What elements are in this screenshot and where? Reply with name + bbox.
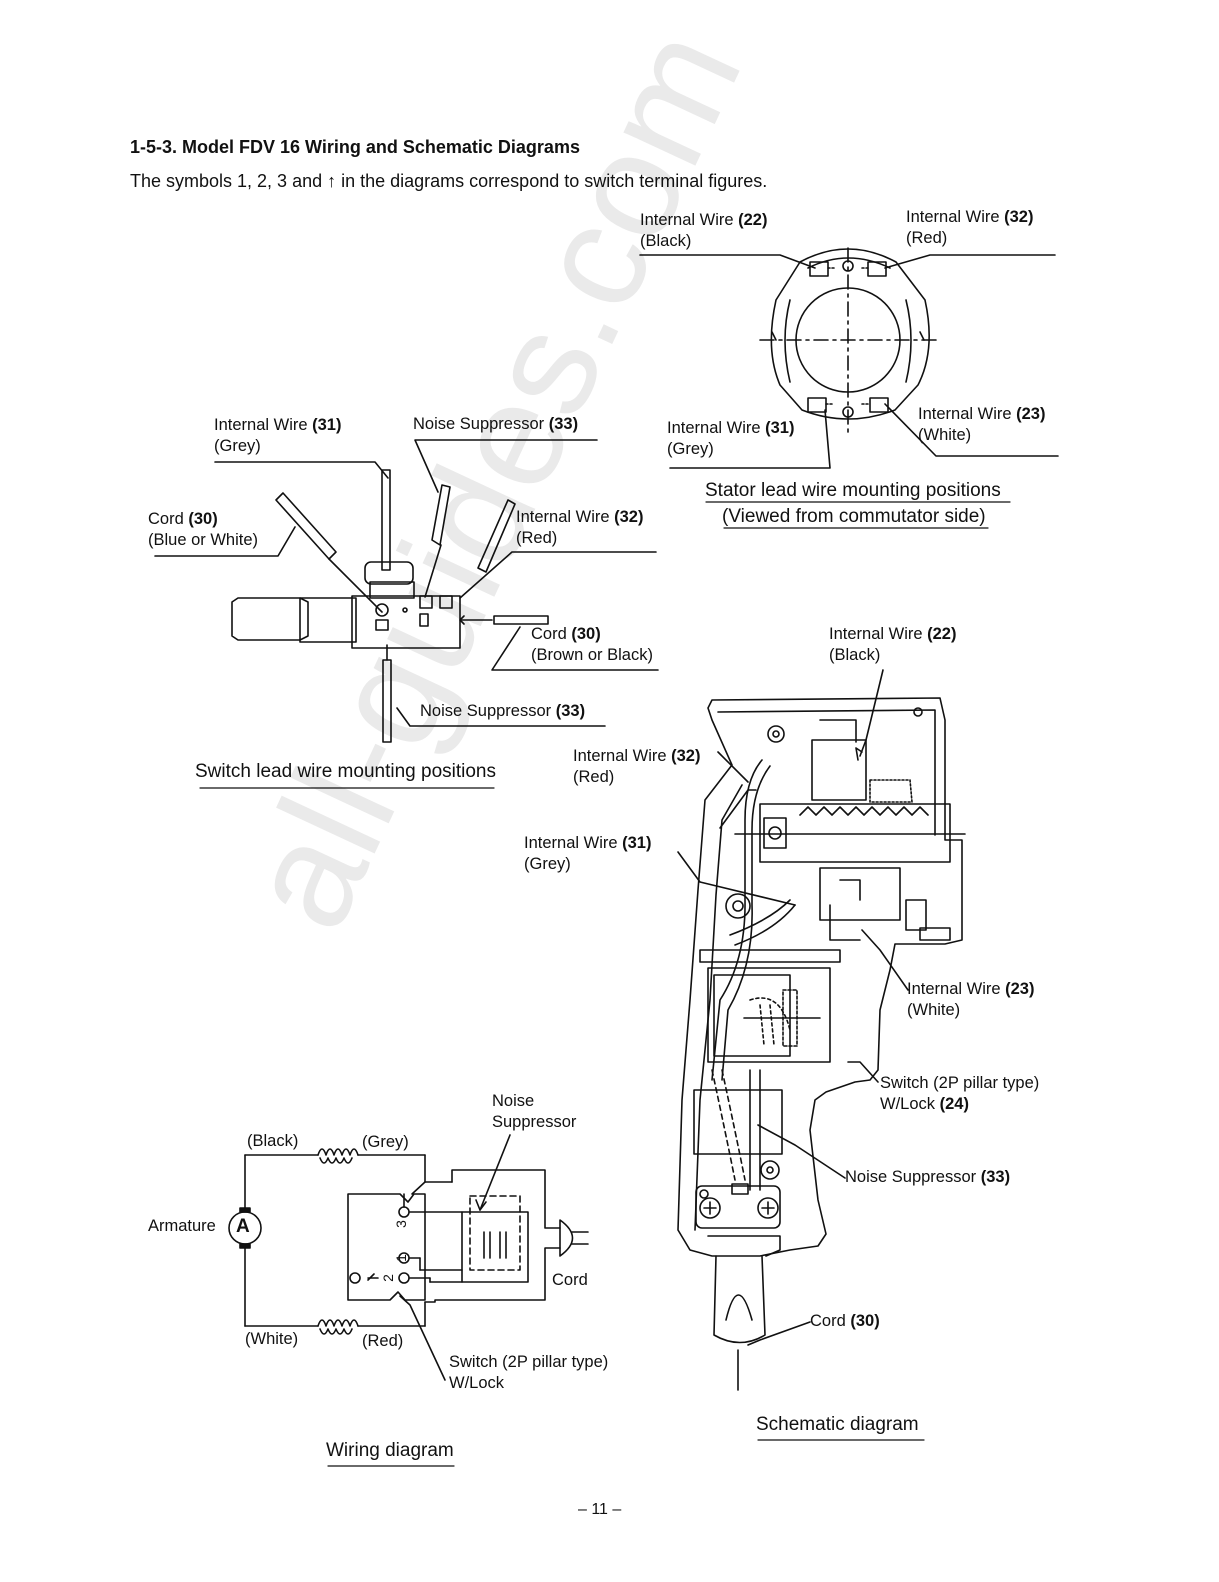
schematic-label-noise: Noise Suppressor (33) — [845, 1168, 1011, 1186]
stator-label-wire31: Internal Wire (31) (Grey) — [667, 419, 795, 458]
schematic-caption: Schematic diagram — [756, 1414, 919, 1435]
switch-caption: Switch lead wire mounting positions — [195, 761, 496, 782]
terminal-2-label: 2 — [379, 1274, 396, 1282]
switch-drawing — [154, 439, 659, 789]
stator-drawing — [639, 247, 1059, 529]
stator-caption-line2: (Viewed from commutator side) — [722, 506, 986, 527]
terminal-3-label: 3 — [392, 1220, 409, 1228]
schematic-label-wire22: Internal Wire (22) (Black) — [829, 625, 957, 664]
page-number: – 11 – — [578, 1501, 622, 1518]
stator-caption-line1: Stator lead wire mounting positions — [705, 480, 1001, 501]
switch-label-cord-left: Cord (30) (Blue or White) — [148, 510, 259, 549]
wiring-label-white: (White) — [245, 1330, 299, 1348]
switch-label-wire31: Internal Wire (31) (Grey) — [214, 416, 342, 455]
terminal-1-label: 1 — [392, 1254, 409, 1262]
schematic-label-wire31: Internal Wire (31) (Grey) — [524, 834, 652, 873]
schematic-label-switch: Switch (2P pillar type) W/Lock (24) — [880, 1074, 1040, 1113]
schematic-label-wire23: Internal Wire (23) (White) — [907, 980, 1035, 1019]
schematic-label-wire32: Internal Wire (32) (Red) — [573, 747, 701, 786]
wiring-label-cord: Cord — [552, 1271, 588, 1289]
switch-label-wire32: Internal Wire (32) (Red) — [516, 508, 644, 547]
wiring-label-grey: (Grey) — [362, 1133, 409, 1151]
armature-symbol: A — [236, 1216, 250, 1237]
switch-label-noise-bottom: Noise Suppressor (33) — [420, 702, 586, 720]
stator-label-wire23: Internal Wire (23) (White) — [918, 405, 1046, 444]
section-heading: 1-5-3. Model FDV 16 Wiring and Schematic… — [130, 137, 580, 157]
wiring-label-noise: Noise Suppressor — [492, 1092, 577, 1131]
stator-label-wire22: Internal Wire (22) (Black) — [640, 211, 768, 250]
wiring-label-armature: Armature — [148, 1217, 216, 1235]
wiring-caption: Wiring diagram — [326, 1440, 454, 1461]
wiring-label-switch: Switch (2P pillar type) W/Lock — [449, 1353, 609, 1392]
stator-label-wire32: Internal Wire (32) (Red) — [906, 208, 1034, 247]
switch-label-noise-top: Noise Suppressor (33) — [413, 415, 579, 433]
wiring-label-black: (Black) — [247, 1132, 299, 1150]
intro-text: The symbols 1, 2, 3 and ↑ in the diagram… — [130, 171, 768, 191]
switch-label-cord-right: Cord (30) (Brown or Black) — [531, 625, 653, 664]
wiring-label-red: (Red) — [362, 1332, 404, 1350]
schematic-label-cord: Cord (30) — [810, 1312, 880, 1330]
wiring-drawing — [228, 1134, 589, 1467]
drill-drawing — [677, 669, 966, 1441]
